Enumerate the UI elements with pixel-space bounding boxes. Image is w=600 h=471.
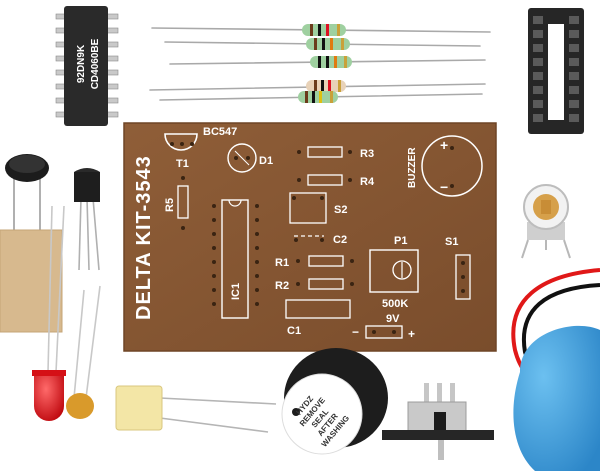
- label-r2: R2: [275, 280, 289, 292]
- resistor: [149, 80, 486, 92]
- label-pot-value: 500K: [382, 298, 408, 310]
- battery-clip: [511, 268, 600, 471]
- label-voltage: 9V: [386, 313, 400, 325]
- label-buzzer-minus: −: [440, 179, 448, 195]
- p1-outline: [369, 249, 419, 293]
- ic-socket: [528, 8, 584, 134]
- transistor-bc547: [74, 168, 100, 271]
- label-s2: S2: [334, 204, 347, 216]
- s2-outline: [289, 192, 327, 224]
- film-capacitor: [115, 385, 277, 433]
- c1-outline: [285, 299, 351, 319]
- cardboard-strip: [0, 230, 62, 332]
- ic-chip-body: [64, 6, 108, 126]
- r1-outline: [308, 255, 344, 267]
- buzzer-sticker-text: HYDZ REMOVE SEAL AFTER WASHING: [294, 394, 351, 449]
- r4-outline: [307, 174, 343, 186]
- label-d1: D1: [259, 155, 273, 167]
- r5-outline: [177, 185, 189, 219]
- label-r1: R1: [275, 257, 289, 269]
- ic1-outline: [221, 199, 249, 319]
- ic-chip-text-1: 92DN9K: [76, 44, 87, 83]
- pcb-board: DELTA KIT-3543 BC547 T1 D1 R5 R3 R4 IC1: [123, 122, 497, 352]
- label-r3: R3: [360, 148, 374, 160]
- trimmer-potentiometer: [521, 184, 571, 259]
- label-p1: P1: [394, 235, 407, 247]
- buzzer-outline: [421, 135, 483, 197]
- ic-chip-text-2: CD4060BE: [90, 38, 101, 89]
- label-ic1: IC1: [230, 283, 242, 300]
- label-bat-minus: −: [352, 325, 359, 339]
- label-bc547: BC547: [203, 126, 237, 138]
- resistor: [159, 91, 483, 103]
- piezo-buzzer: HYDZ REMOVE SEAL AFTER WASHING: [281, 348, 388, 455]
- label-buzzer: BUZZER: [407, 147, 418, 188]
- d1-outline: [227, 143, 257, 173]
- resistor: [169, 56, 486, 68]
- led-red: [32, 205, 66, 421]
- t1-outline: [164, 133, 198, 151]
- label-t1: T1: [176, 158, 189, 170]
- label-c2: C2: [333, 234, 347, 246]
- resistor: [151, 24, 491, 36]
- label-bat-plus: +: [408, 327, 415, 341]
- ceramic-capacitor: [66, 285, 101, 419]
- resistors: [149, 24, 491, 103]
- label-s1: S1: [445, 236, 458, 248]
- slide-switch: [382, 383, 494, 460]
- pcb-title: DELTA KIT-3543: [133, 155, 155, 320]
- label-buzzer-plus: +: [440, 137, 448, 153]
- label-r5: R5: [164, 198, 176, 212]
- r3-outline: [307, 146, 343, 158]
- small-buzzer: [5, 154, 49, 232]
- r2-outline: [308, 278, 344, 290]
- s1-outline: [455, 254, 471, 300]
- ic-chip-cd4060: 92DN9K CD4060BE: [55, 6, 119, 126]
- label-c1: C1: [287, 325, 301, 337]
- battery-terminal-outline: [365, 325, 403, 339]
- resistor: [164, 38, 481, 50]
- label-r4: R4: [360, 176, 375, 188]
